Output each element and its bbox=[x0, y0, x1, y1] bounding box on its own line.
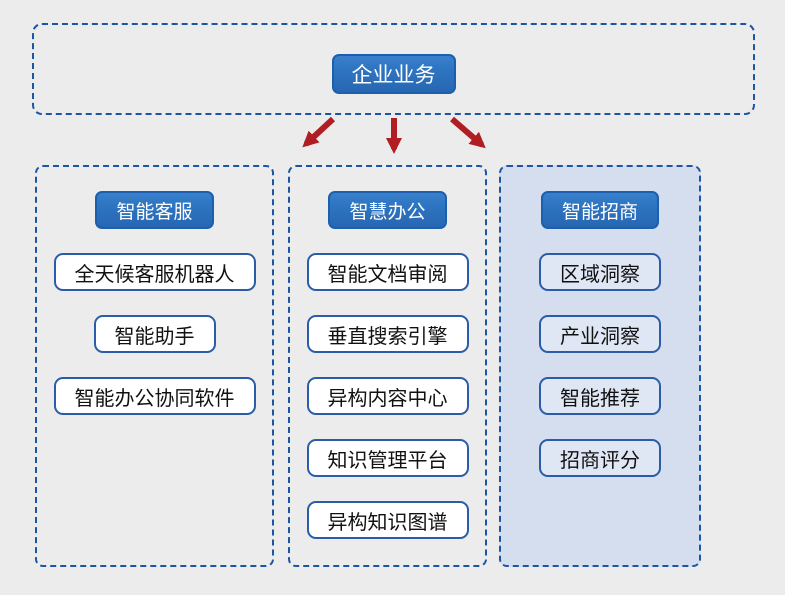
item-node[interactable]: 知识管理平台 bbox=[306, 439, 469, 477]
item-node[interactable]: 智能办公协同软件 bbox=[53, 377, 256, 415]
category-header[interactable]: 智能招商 bbox=[540, 191, 659, 229]
item-node[interactable]: 异构知识图谱 bbox=[306, 501, 469, 539]
category-header[interactable]: 智慧办公 bbox=[328, 191, 447, 229]
item-node[interactable]: 智能文档审阅 bbox=[306, 253, 469, 291]
item-node[interactable]: 垂直搜索引擎 bbox=[306, 315, 469, 353]
item-node[interactable]: 招商评分 bbox=[539, 439, 661, 477]
item-node[interactable]: 智能推荐 bbox=[539, 377, 661, 415]
item-node[interactable]: 区域洞察 bbox=[539, 253, 661, 291]
arrow-right bbox=[450, 116, 486, 149]
item-node[interactable]: 异构内容中心 bbox=[306, 377, 469, 415]
item-node[interactable]: 产业洞察 bbox=[539, 315, 661, 353]
root-node[interactable]: 企业业务 bbox=[331, 53, 456, 94]
category-header[interactable]: 智能客服 bbox=[95, 191, 214, 229]
arrow-left bbox=[302, 116, 336, 148]
category-panel: 智慧办公 智能文档审阅垂直搜索引擎异构内容中心知识管理平台异构知识图谱 bbox=[288, 165, 487, 567]
category-panel: 智能客服 全天候客服机器人智能助手智能办公协同软件 bbox=[35, 165, 274, 567]
item-node[interactable]: 智能助手 bbox=[93, 315, 216, 353]
category-panel: 智能招商 区域洞察产业洞察智能推荐招商评分 bbox=[499, 165, 701, 567]
root-group-box: 企业业务 bbox=[32, 23, 755, 115]
item-node[interactable]: 全天候客服机器人 bbox=[53, 253, 256, 291]
